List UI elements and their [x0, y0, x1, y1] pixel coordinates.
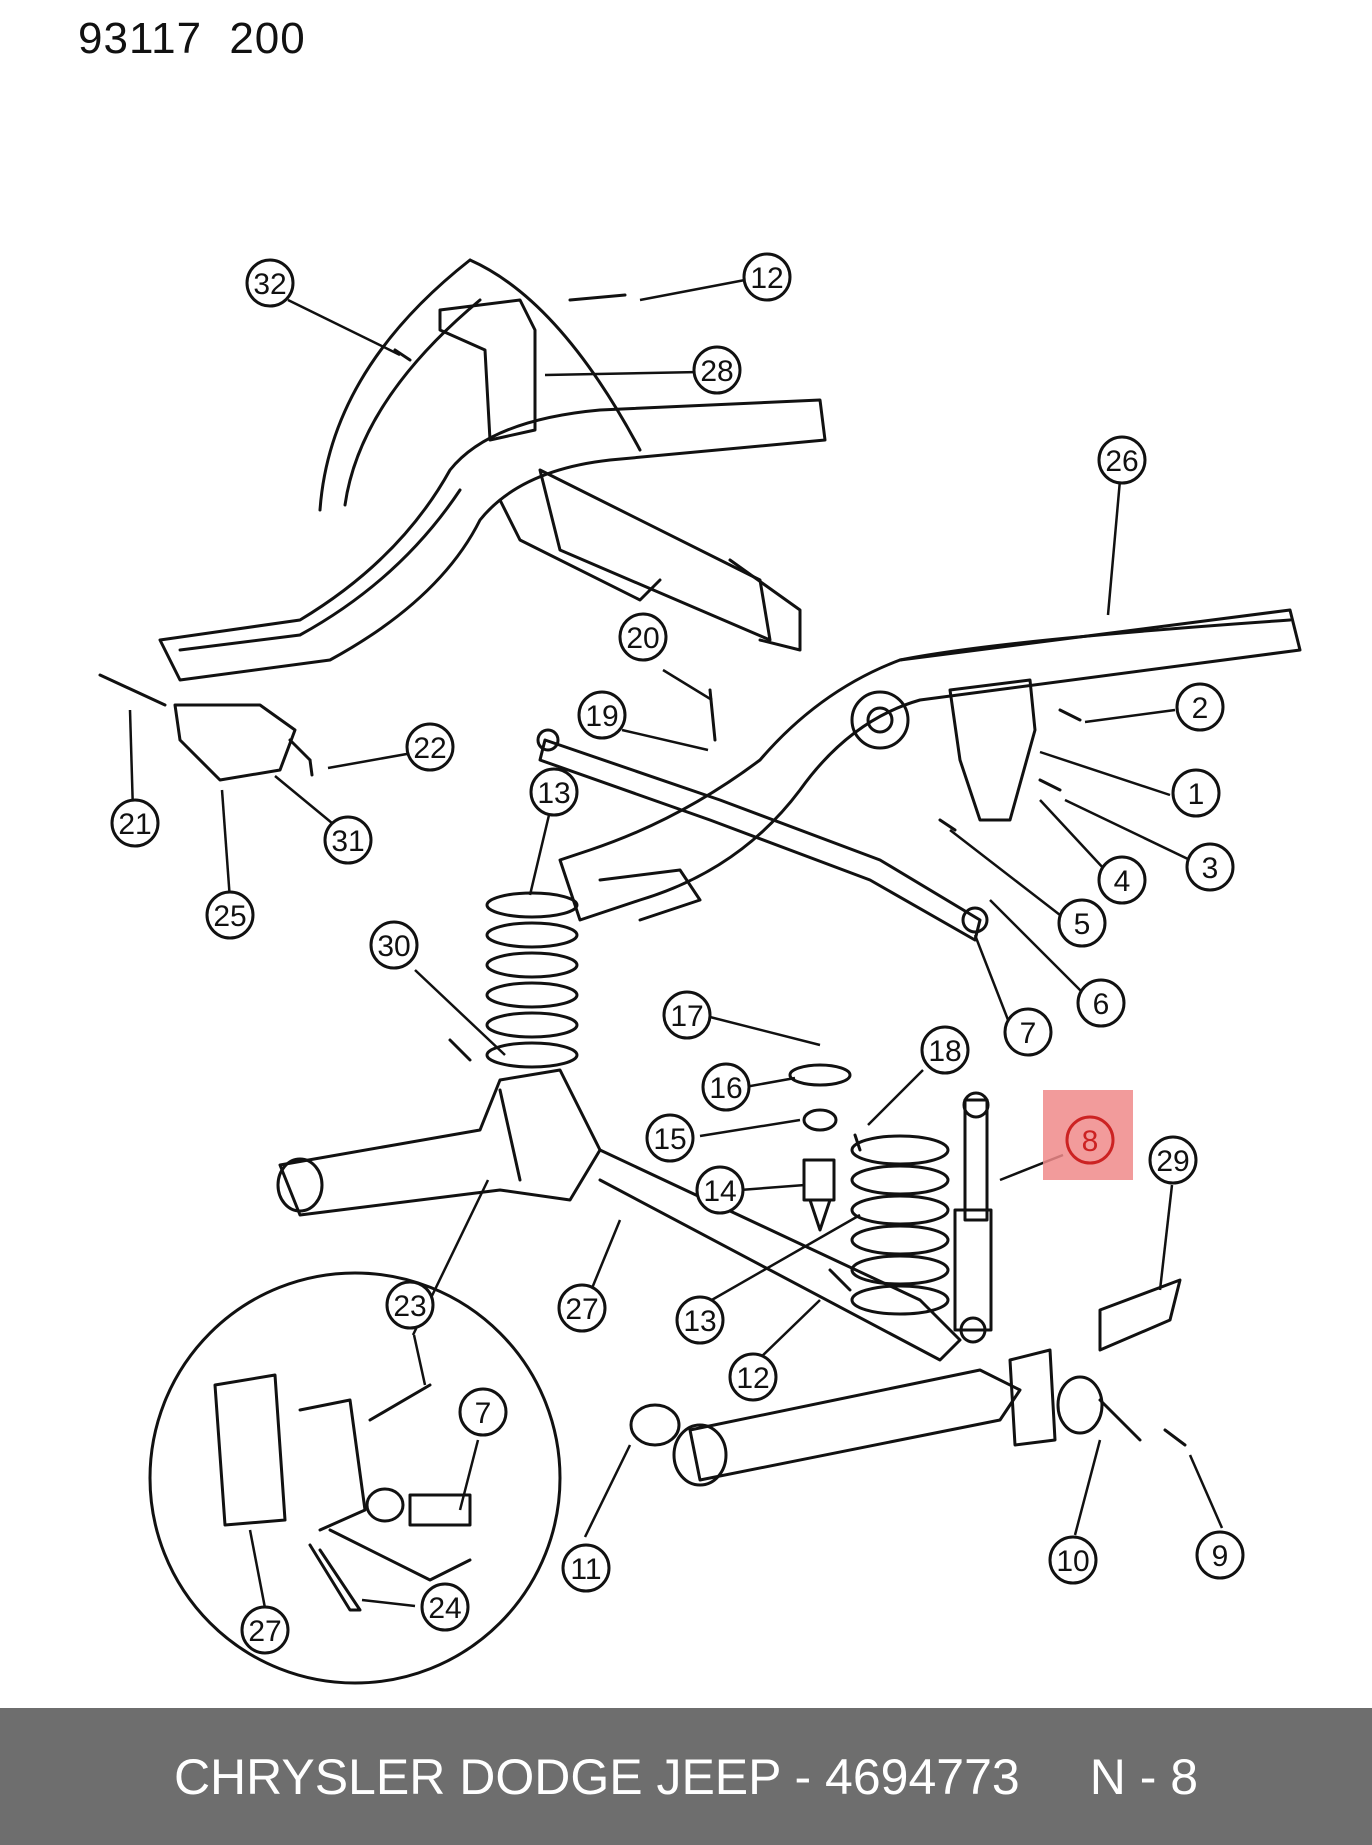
callout-16[interactable]: 16: [701, 1062, 751, 1112]
svg-text:27: 27: [565, 1293, 598, 1326]
trailing-arm-left: [278, 1068, 602, 1217]
svg-text:16: 16: [709, 1072, 742, 1105]
svg-text:1: 1: [1188, 778, 1205, 811]
callout-30[interactable]: 30: [369, 920, 419, 970]
footer-code: N - 8: [1089, 1748, 1199, 1805]
callout-14[interactable]: 14: [695, 1165, 745, 1215]
svg-text:27: 27: [248, 1615, 281, 1648]
svg-text:7: 7: [1020, 1017, 1037, 1050]
callout-25[interactable]: 25: [205, 890, 255, 940]
bracket-29: [1098, 1278, 1182, 1352]
svg-text:20: 20: [626, 622, 659, 655]
callout-6[interactable]: 6: [1076, 978, 1126, 1028]
svg-text:14: 14: [703, 1175, 736, 1208]
callout-2[interactable]: 2: [1175, 682, 1225, 732]
axle-tube: [598, 1148, 962, 1362]
callout-27-detail[interactable]: 27: [240, 1605, 290, 1655]
axle-bracket-right: [1008, 1348, 1057, 1447]
callout-18[interactable]: 18: [920, 1025, 970, 1075]
callout-32[interactable]: 32: [245, 258, 295, 308]
callout-15[interactable]: 15: [645, 1113, 695, 1163]
svg-text:15: 15: [653, 1123, 686, 1156]
cross-member: [538, 468, 772, 642]
svg-text:5: 5: [1074, 908, 1091, 941]
svg-text:22: 22: [413, 732, 446, 765]
callout-21[interactable]: 21: [110, 798, 160, 848]
callout-17[interactable]: 17: [662, 990, 712, 1040]
svg-text:4: 4: [1114, 865, 1131, 898]
svg-text:21: 21: [118, 808, 151, 841]
svg-text:3: 3: [1202, 852, 1219, 885]
svg-text:28: 28: [700, 355, 733, 388]
callout-23[interactable]: 23: [385, 1280, 435, 1330]
track-bar: [538, 738, 982, 942]
callout-13-upper[interactable]: 13: [529, 767, 579, 817]
callout-3[interactable]: 3: [1185, 842, 1235, 892]
svg-text:9: 9: [1212, 1540, 1229, 1573]
callout-28[interactable]: 28: [692, 345, 742, 395]
svg-text:13: 13: [537, 777, 570, 810]
footer-bar: CHRYSLER DODGE JEEP - 4694773 N - 8: [0, 1708, 1372, 1845]
callout-7-detail[interactable]: 7: [458, 1387, 508, 1437]
highlight-box: [1043, 1090, 1133, 1180]
svg-text:10: 10: [1056, 1545, 1089, 1578]
spring-bracket: [948, 678, 1037, 822]
svg-text:12: 12: [750, 262, 783, 295]
svg-text:23: 23: [393, 1290, 426, 1323]
coil-spring-upper: [485, 891, 579, 1069]
callout-12-top[interactable]: 12: [742, 252, 792, 302]
svg-text:18: 18: [928, 1035, 961, 1068]
svg-text:13: 13: [683, 1305, 716, 1338]
callout-24[interactable]: 24: [420, 1582, 470, 1632]
callout-1[interactable]: 1: [1171, 768, 1221, 818]
trailing-arm-right: [688, 1368, 1022, 1482]
page-code: 93117 200: [78, 14, 306, 63]
svg-text:24: 24: [428, 1592, 461, 1625]
svg-text:8: 8: [1082, 1125, 1099, 1158]
svg-text:6: 6: [1093, 988, 1110, 1021]
footer-title: CHRYSLER DODGE JEEP - 4694773: [173, 1748, 1020, 1805]
frame-rail-right: [558, 608, 1302, 922]
frame-bracket: [438, 298, 537, 442]
shock-absorber: [953, 1091, 993, 1344]
suspension-exploded-diagram: 32 12 28 26 2 1 3 4 5 6 7 20 19 22 21 31…: [98, 252, 1302, 1685]
svg-text:11: 11: [570, 1553, 601, 1586]
callout-20[interactable]: 20: [618, 612, 668, 662]
svg-text:29: 29: [1156, 1145, 1189, 1178]
callout-13-lower[interactable]: 13: [675, 1295, 725, 1345]
callout-5[interactable]: 5: [1057, 898, 1107, 948]
callout-12-lower[interactable]: 12: [728, 1352, 778, 1402]
frame-rail-left: [158, 398, 827, 682]
svg-text:30: 30: [377, 930, 410, 963]
callout-22[interactable]: 22: [405, 722, 455, 772]
callout-29[interactable]: 29: [1148, 1135, 1198, 1185]
callout-19[interactable]: 19: [577, 690, 627, 740]
svg-text:12: 12: [736, 1362, 769, 1395]
svg-text:17: 17: [670, 1000, 703, 1033]
wheel-well: [318, 258, 642, 512]
callout-7-upper[interactable]: 7: [1003, 1007, 1053, 1057]
mount-bracket-left: [173, 703, 297, 782]
svg-text:26: 26: [1105, 445, 1138, 478]
coil-spring-lower: [850, 1134, 950, 1316]
svg-text:2: 2: [1192, 692, 1209, 725]
callout-4[interactable]: 4: [1097, 855, 1147, 905]
detail-circle: [148, 1271, 562, 1685]
callout-11[interactable]: 11: [561, 1543, 611, 1593]
svg-text:19: 19: [585, 700, 618, 733]
svg-text:31: 31: [331, 825, 364, 858]
callout-26[interactable]: 26: [1097, 435, 1147, 485]
svg-text:25: 25: [213, 900, 246, 933]
callout-8[interactable]: 8: [1065, 1115, 1115, 1165]
callout-9[interactable]: 9: [1195, 1530, 1245, 1580]
svg-text:32: 32: [253, 268, 286, 301]
callout-10[interactable]: 10: [1048, 1535, 1098, 1585]
svg-text:7: 7: [475, 1397, 492, 1430]
callout-27-main[interactable]: 27: [557, 1283, 607, 1333]
callout-31[interactable]: 31: [323, 815, 373, 865]
